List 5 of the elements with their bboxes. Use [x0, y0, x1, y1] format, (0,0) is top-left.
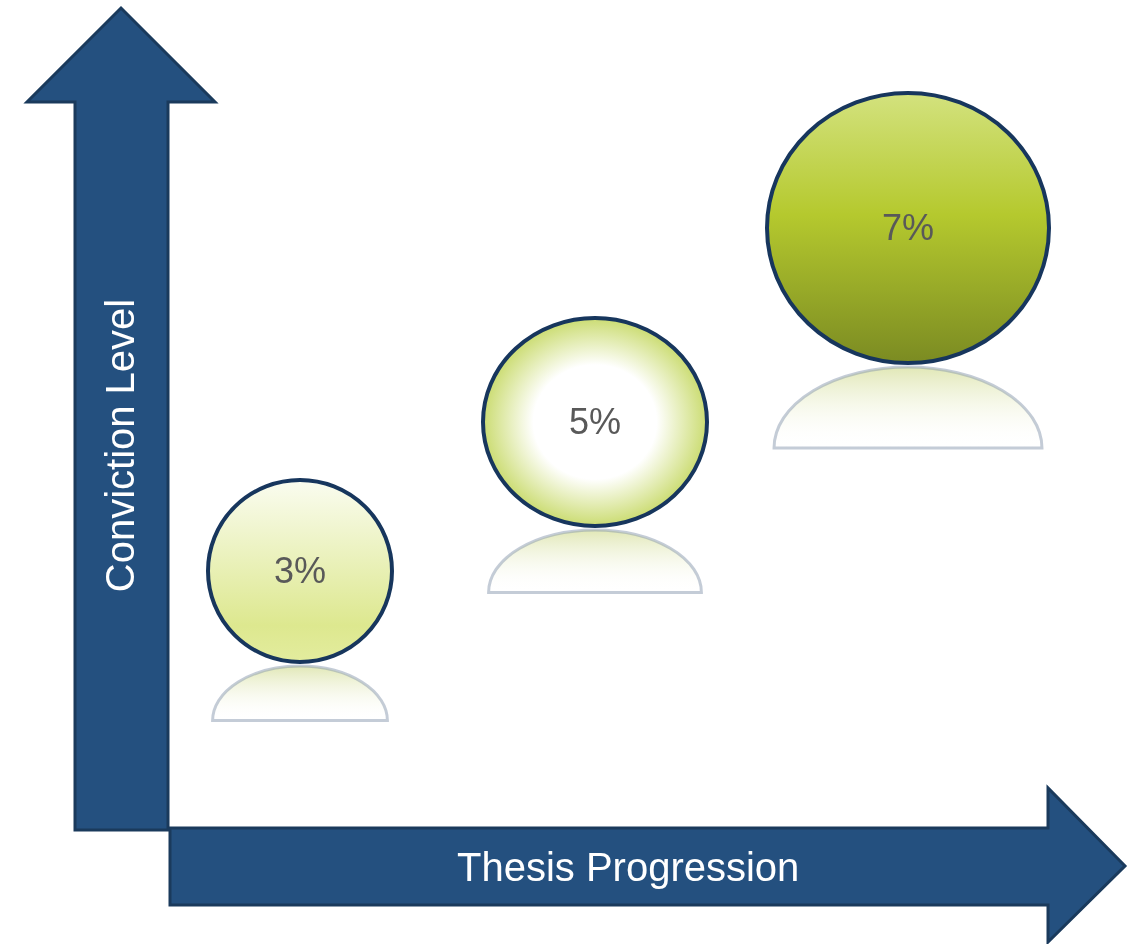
percent-label: 7% [882, 207, 934, 249]
percent-label: 3% [274, 550, 326, 592]
percent-label: 5% [569, 401, 621, 443]
axis-label: Conviction Level [98, 298, 144, 592]
axis-label: Thesis Progression [457, 844, 800, 890]
